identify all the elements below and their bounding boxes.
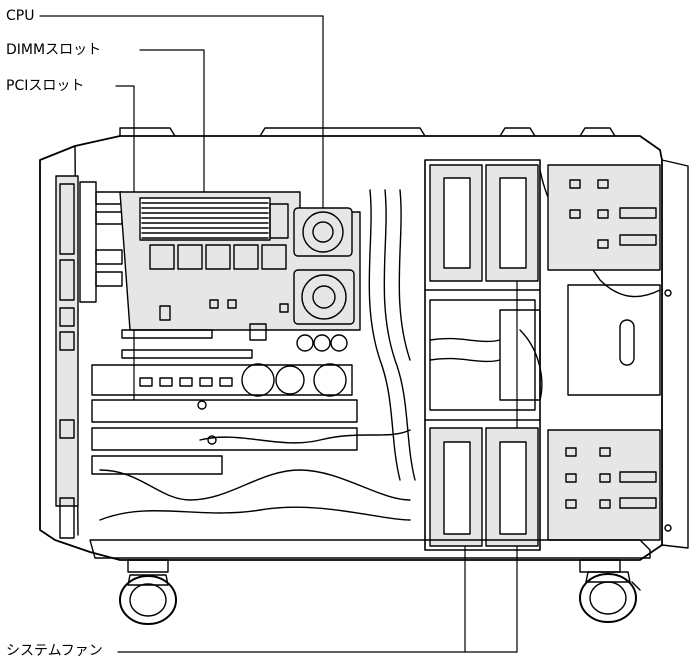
dimm-leader-line [139, 49, 205, 241]
casters [119, 571, 641, 625]
drive-bays [547, 164, 672, 541]
caster-left [119, 575, 177, 625]
pci-slots [91, 329, 358, 475]
rear-io-panel [55, 175, 123, 539]
cpu-leader-line [39, 15, 324, 233]
system-fans [429, 164, 539, 547]
pci-slot-label: PCIスロット [6, 78, 85, 94]
system-fan-label: システムファン [6, 643, 103, 659]
cpu-label: CPU [6, 8, 35, 24]
cables [99, 169, 661, 521]
drive-bay-lower [547, 429, 661, 541]
leader-lines [39, 15, 518, 653]
dimm-slots [139, 197, 289, 241]
middle-duct [429, 299, 541, 411]
cpu-heatsinks [293, 207, 355, 325]
capacitors [241, 334, 348, 397]
dimm-slot-label: DIMMスロット [6, 42, 102, 58]
fan-leader-line-2 [464, 239, 518, 653]
fan-leader-line [117, 521, 466, 653]
caster-right [579, 573, 637, 623]
bottom-rail [89, 539, 651, 573]
